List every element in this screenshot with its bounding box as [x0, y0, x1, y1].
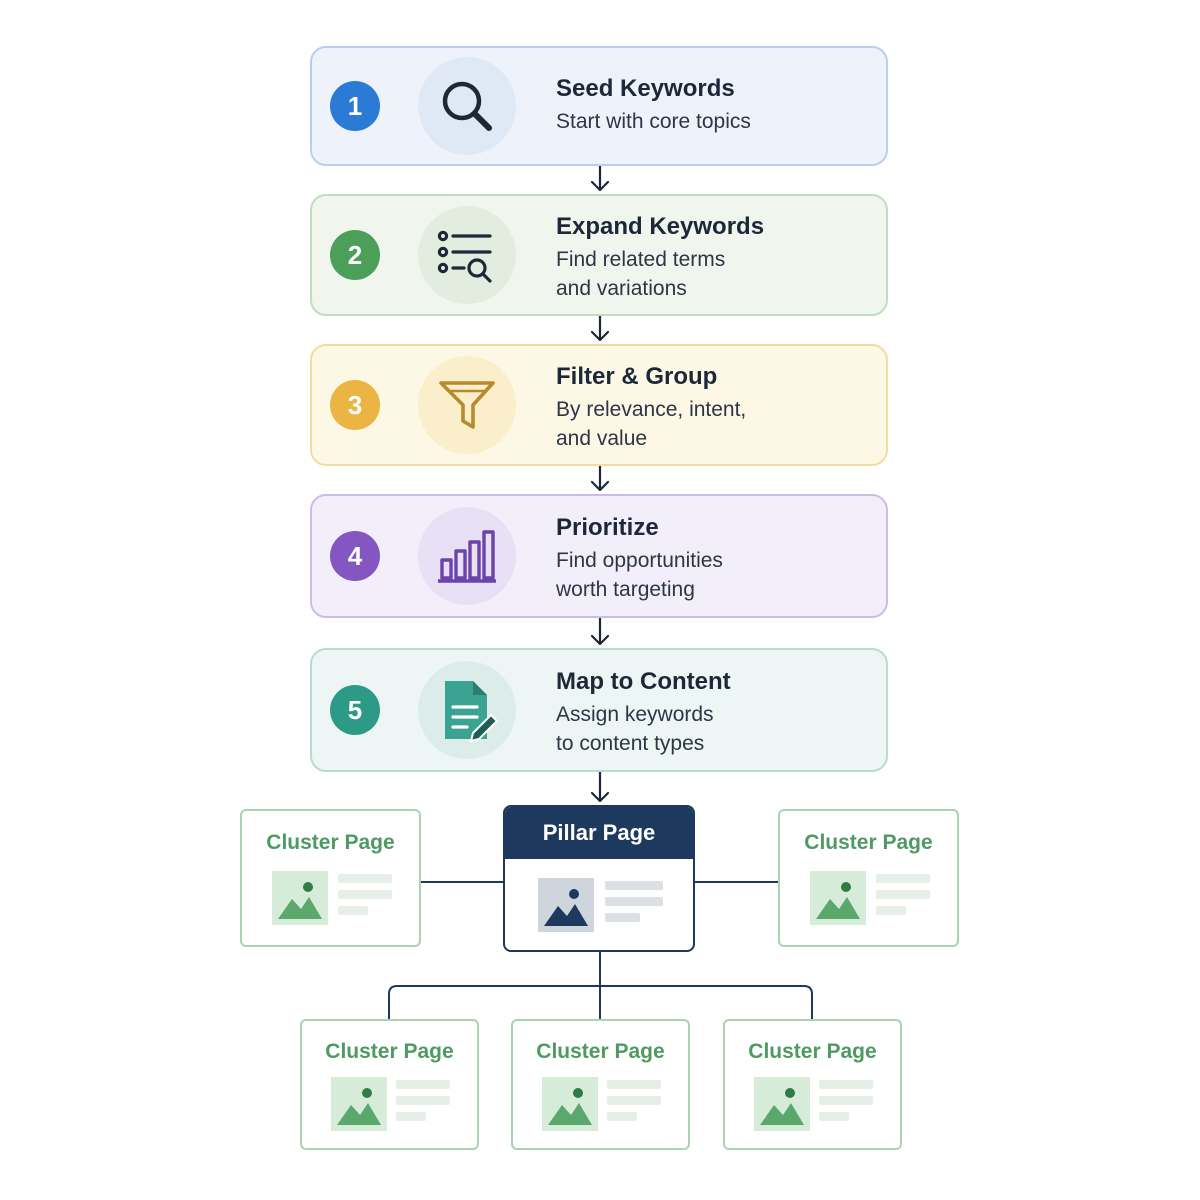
- step-description: Assign keywords to content types: [556, 703, 714, 755]
- text-lines-placeholder: [876, 874, 930, 922]
- image-placeholder-icon: [542, 1077, 598, 1131]
- arrow-3-4: [590, 464, 610, 492]
- step-title: Expand Keywords: [556, 213, 765, 240]
- step-card-2: 2 Expand Keywords Find related terms and…: [310, 194, 888, 316]
- magnifier-icon: [442, 81, 492, 131]
- cluster-page-label: Cluster Page: [748, 1040, 877, 1063]
- arrow-5-pillar: [590, 770, 610, 803]
- text-lines-placeholder: [396, 1080, 450, 1128]
- icon-background: [418, 206, 516, 304]
- step-description: Find opportunities worth targeting: [556, 549, 723, 601]
- cluster-page-label: Cluster Page: [536, 1040, 665, 1063]
- step-description: Find related terms and variations: [556, 248, 726, 300]
- step-card-3: 3 Filter & Group By relevance, intent, a…: [310, 344, 888, 466]
- icon-background: [418, 57, 516, 155]
- step-description: Start with core topics: [556, 110, 751, 133]
- icon-background: [418, 661, 516, 759]
- step-card-5: 5 Map to Content Assign keywords to cont…: [310, 648, 888, 772]
- cluster-page-card: Cluster Page: [300, 1019, 479, 1150]
- text-lines-placeholder: [605, 881, 663, 929]
- image-placeholder-icon: [754, 1077, 810, 1131]
- icon-background: [418, 356, 516, 454]
- text-lines-placeholder: [338, 874, 392, 922]
- step-text: Map to Content Assign keywords to conten…: [556, 667, 866, 758]
- step-text: Expand Keywords Find related terms and v…: [556, 212, 866, 303]
- step-card-1: 1 Seed Keywords Start with core topics: [310, 46, 888, 166]
- image-placeholder-icon: [272, 871, 328, 925]
- step-card-4: 4 Prioritize Find opportunities worth ta…: [310, 494, 888, 618]
- link-branch: [388, 985, 813, 1019]
- image-placeholder-icon: [331, 1077, 387, 1131]
- step-text: Filter & Group By relevance, intent, and…: [556, 362, 866, 453]
- cluster-page-card: Cluster Page: [240, 809, 421, 947]
- image-placeholder-icon: [810, 871, 866, 925]
- pillar-page-label: Pillar Page: [505, 807, 693, 859]
- cluster-page-card: Cluster Page: [511, 1019, 690, 1150]
- funnel-icon: [439, 381, 495, 429]
- arrow-1-2: [590, 164, 610, 192]
- step-number-badge: 2: [330, 230, 380, 280]
- arrow-2-3: [590, 314, 610, 342]
- step-text: Prioritize Find opportunities worth targ…: [556, 513, 866, 604]
- arrow-4-5: [590, 616, 610, 646]
- step-description: By relevance, intent, and value: [556, 398, 747, 450]
- step-number-badge: 1: [330, 81, 380, 131]
- pillar-page-card: Pillar Page: [503, 805, 695, 952]
- document-edit-icon: [445, 681, 499, 743]
- step-title: Seed Keywords: [556, 75, 735, 102]
- step-text: Seed Keywords Start with core topics: [556, 74, 866, 136]
- cluster-page-label: Cluster Page: [804, 831, 933, 854]
- cluster-page-label: Cluster Page: [266, 831, 395, 854]
- step-title: Prioritize: [556, 514, 659, 541]
- step-title: Filter & Group: [556, 363, 718, 390]
- image-placeholder-icon: [538, 878, 594, 932]
- step-number-badge: 4: [330, 531, 380, 581]
- step-title: Map to Content: [556, 668, 731, 695]
- cluster-page-label: Cluster Page: [325, 1040, 454, 1063]
- cluster-page-card: Cluster Page: [723, 1019, 902, 1150]
- cluster-page-card: Cluster Page: [778, 809, 959, 947]
- icon-background: [418, 507, 516, 605]
- step-number-badge: 3: [330, 380, 380, 430]
- list-search-icon: [437, 230, 492, 283]
- text-lines-placeholder: [819, 1080, 873, 1128]
- bar-chart-icon: [438, 530, 496, 583]
- step-number-badge: 5: [330, 685, 380, 735]
- text-lines-placeholder: [607, 1080, 661, 1128]
